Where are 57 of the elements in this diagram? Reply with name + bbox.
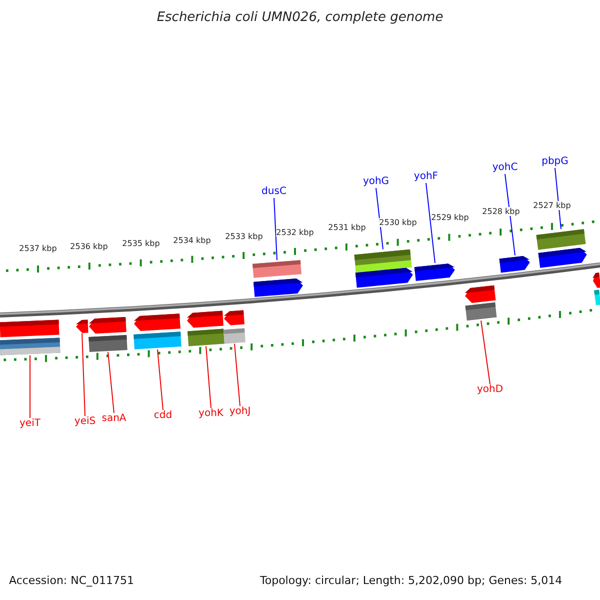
gene-bar <box>224 328 246 344</box>
gene-label: cdd <box>154 410 172 422</box>
gene-label: pbpG <box>542 156 568 168</box>
scale-label: 2533 kbp <box>225 232 263 241</box>
gene-label: sanA <box>102 413 126 425</box>
scale-label: 2529 kbp <box>431 213 469 222</box>
gene-label: yohK <box>198 408 224 420</box>
leader-line <box>108 352 114 414</box>
gene-marker <box>224 310 244 326</box>
gene-label: yohG <box>362 176 390 188</box>
leader-line <box>157 348 164 410</box>
gene-bar <box>188 328 224 346</box>
leader-line <box>480 320 490 384</box>
gene-bar <box>88 335 128 352</box>
scale-label: 2531 kbp <box>328 223 366 232</box>
gene-label: yohD <box>476 384 504 396</box>
gene-marker <box>499 255 531 273</box>
leader-line <box>274 198 278 261</box>
gene-marker <box>76 320 88 334</box>
leader-line <box>376 188 384 250</box>
scale-label: 2527 kbp <box>533 201 571 210</box>
gene-marker <box>592 272 600 288</box>
gene-bar <box>252 260 302 278</box>
gene-label: yeiT <box>20 418 40 430</box>
gene-label: yeiS <box>74 416 96 428</box>
scale-label: 2536 kbp <box>70 242 108 251</box>
gene-bar <box>536 229 586 250</box>
leader-line <box>426 182 436 264</box>
gene-bar <box>465 302 497 321</box>
footer-text: Topology: circular; Length: 5,202,090 bp; Genes: 5,014 <box>260 574 562 587</box>
gene-marker <box>134 314 180 332</box>
gene-marker <box>355 267 414 288</box>
gene-label: yohC <box>492 162 518 174</box>
gene-marker <box>464 285 496 304</box>
footer-text: Accession: NC_011751 <box>9 574 134 587</box>
scale-label: 2532 kbp <box>276 228 314 237</box>
gene-bar <box>594 290 600 306</box>
gene-marker <box>253 278 304 297</box>
gene-marker <box>414 262 456 282</box>
gene-bar <box>134 332 182 350</box>
gene-label: yohJ <box>229 406 251 418</box>
leader-line <box>206 346 212 408</box>
gene-marker <box>0 320 60 338</box>
gene-label: yohF <box>414 171 438 183</box>
gene-label: dusC <box>262 186 286 198</box>
scale-label: 2528 kbp <box>482 207 520 216</box>
scale-label: 2537 kbp <box>19 244 57 253</box>
gene-bar <box>0 338 60 356</box>
title: Escherichia coli UMN026, complete genome <box>156 10 444 25</box>
scale-label: 2530 kbp <box>379 218 417 227</box>
leader-line <box>504 174 516 256</box>
scale-label: 2534 kbp <box>173 236 211 245</box>
scale-label: 2535 kbp <box>122 239 160 248</box>
leader-line <box>234 343 240 406</box>
leader-line <box>554 168 562 230</box>
gene-marker <box>538 247 588 268</box>
leader-line <box>82 332 86 416</box>
